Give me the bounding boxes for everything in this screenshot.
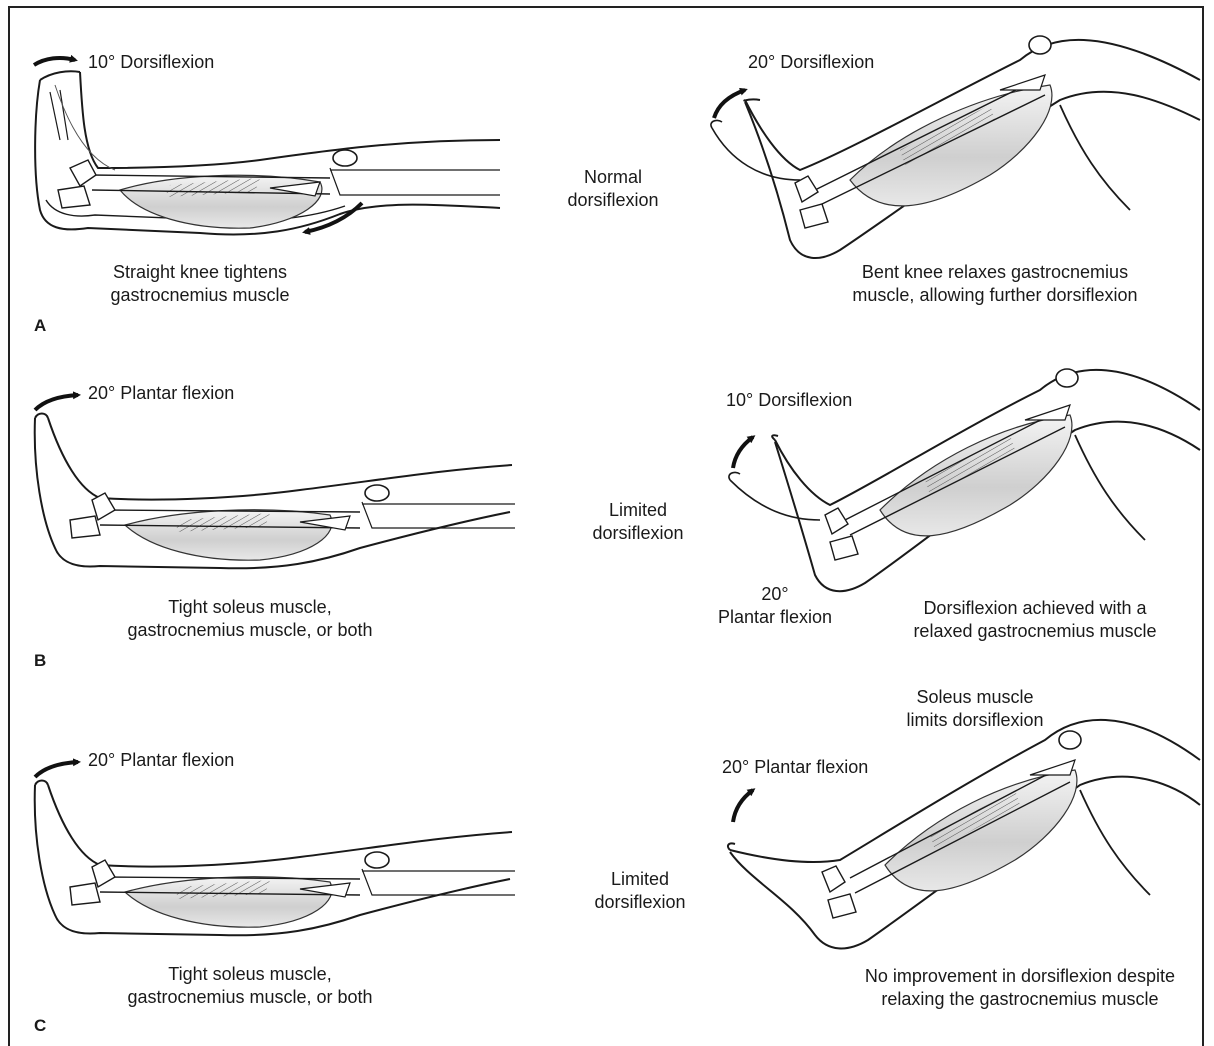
angle-label: 10° Dorsiflexion — [726, 389, 852, 412]
middle-label: Limited dorsiflexion — [573, 499, 703, 545]
middle-label-line: Normal — [548, 166, 678, 189]
caption-line: relaxed gastrocnemius muscle — [890, 620, 1180, 643]
angle-label: 10° Dorsiflexion — [88, 51, 214, 74]
angle-label: 20° Plantar flexion — [722, 756, 868, 779]
middle-label-line: Limited — [573, 499, 703, 522]
panel-letter: B — [34, 651, 46, 671]
caption: No improvement in dorsiflexion despite r… — [840, 965, 1200, 1011]
caption-line: gastrocnemius muscle, or both — [100, 619, 400, 642]
caption: Dorsiflexion achieved with a relaxed gas… — [890, 597, 1180, 643]
caption-line: gastrocnemius muscle, or both — [100, 986, 400, 1009]
bent-knee-leg-plantar-flexed — [728, 720, 1200, 949]
top-label: Soleus muscle limits dorsiflexion — [890, 686, 1060, 732]
caption-line: Straight knee tightens — [70, 261, 330, 284]
top-label-line: Soleus muscle — [890, 686, 1060, 709]
straight-leg-plantar-flexed — [35, 762, 515, 935]
caption: Tight soleus muscle, gastrocnemius muscl… — [100, 596, 400, 642]
caption-line: gastrocnemius muscle — [70, 284, 330, 307]
caption-line: No improvement in dorsiflexion despite — [840, 965, 1200, 988]
secondary-angle-line: 20° — [705, 583, 845, 606]
caption-line: Tight soleus muscle, — [100, 596, 400, 619]
top-label-line: limits dorsiflexion — [890, 709, 1060, 732]
secondary-angle-label: 20° Plantar flexion — [705, 583, 845, 629]
caption: Straight knee tightens gastrocnemius mus… — [70, 261, 330, 307]
middle-label-line: Limited — [575, 868, 705, 891]
straight-leg-dorsiflexed — [34, 58, 500, 235]
straight-leg-plantar-flexed — [35, 395, 515, 568]
caption: Bent knee relaxes gastrocnemius muscle, … — [830, 261, 1160, 307]
middle-label-line: dorsiflexion — [548, 189, 678, 212]
caption-line: Dorsiflexion achieved with a — [890, 597, 1180, 620]
caption-line: muscle, allowing further dorsiflexion — [830, 284, 1160, 307]
secondary-angle-line: Plantar flexion — [705, 606, 845, 629]
middle-label-line: dorsiflexion — [575, 891, 705, 914]
caption: Tight soleus muscle, gastrocnemius muscl… — [100, 963, 400, 1009]
caption-line: Bent knee relaxes gastrocnemius — [830, 261, 1160, 284]
angle-label: 20° Plantar flexion — [88, 382, 234, 405]
angle-label: 20° Plantar flexion — [88, 749, 234, 772]
panel-letter: C — [34, 1016, 46, 1036]
panel-letter: A — [34, 316, 46, 336]
caption-line: relaxing the gastrocnemius muscle — [840, 988, 1200, 1011]
middle-label: Normal dorsiflexion — [548, 166, 678, 212]
middle-label-line: dorsiflexion — [573, 522, 703, 545]
middle-label: Limited dorsiflexion — [575, 868, 705, 914]
angle-label: 20° Dorsiflexion — [748, 51, 874, 74]
caption-line: Tight soleus muscle, — [100, 963, 400, 986]
